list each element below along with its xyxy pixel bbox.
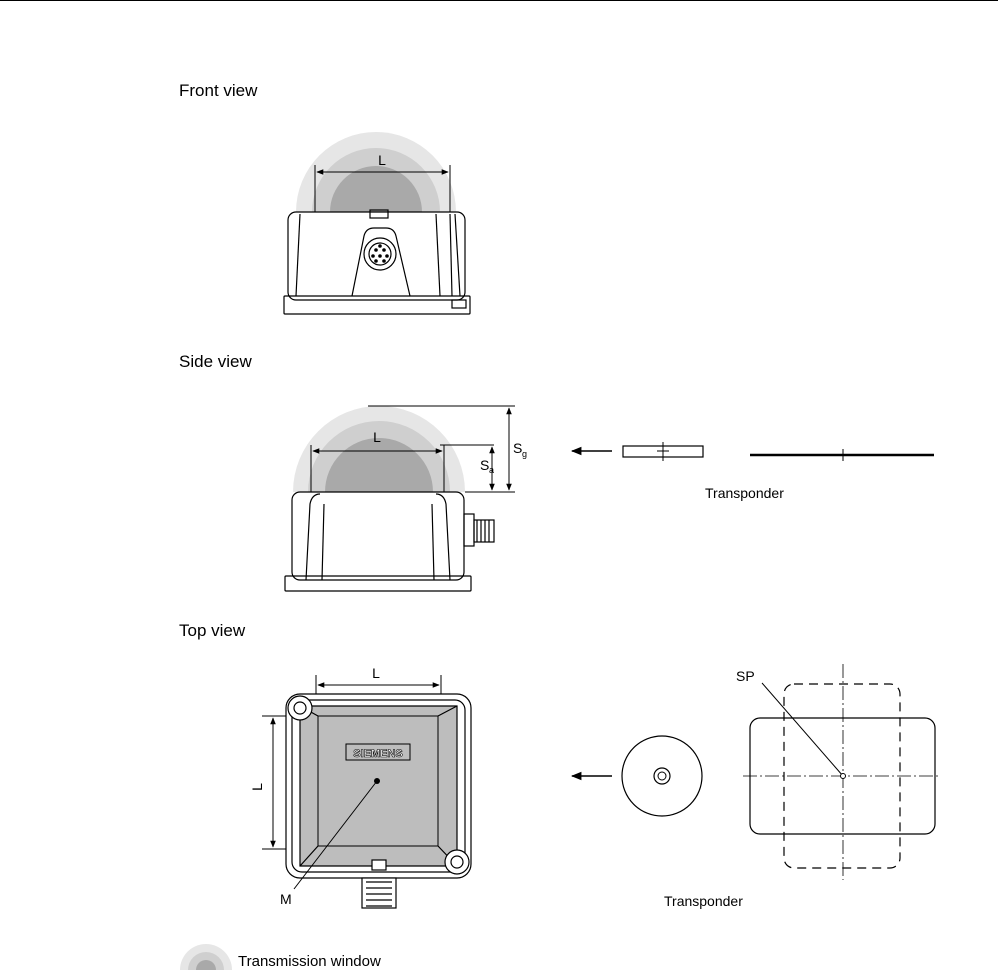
legend-swatch <box>180 944 232 970</box>
side-housing <box>285 492 494 591</box>
side-transponder-label: Transponder <box>705 485 784 501</box>
front-view-drawing: L <box>284 132 470 314</box>
top-length-label-v: L <box>249 783 265 791</box>
switch-point-label: SP <box>736 668 755 684</box>
siemens-brand-label: SIEMENS <box>353 748 403 760</box>
side-transmission-window <box>293 406 465 492</box>
legend-label: Transmission window <box>238 953 381 970</box>
front-housing <box>284 210 470 314</box>
side-transponder: Transponder <box>572 442 934 501</box>
sg-label-sub: g <box>522 449 527 459</box>
sa-label-sub: a <box>489 465 494 475</box>
top-housing: SIEMENS <box>286 694 471 908</box>
sa-label-main: S <box>480 457 489 473</box>
top-view-drawing: L L SIEMENS <box>249 664 940 909</box>
side-length-label: L <box>373 429 381 445</box>
side-view-drawing: L S a S g <box>285 406 934 591</box>
front-length-label: L <box>378 152 386 168</box>
top-length-label-h: L <box>372 665 380 681</box>
sg-label-main: S <box>513 440 522 456</box>
top-transponder: SP Transponder <box>572 664 940 909</box>
top-transponder-label: Transponder <box>664 893 743 909</box>
midpoint-label: M <box>280 891 292 907</box>
